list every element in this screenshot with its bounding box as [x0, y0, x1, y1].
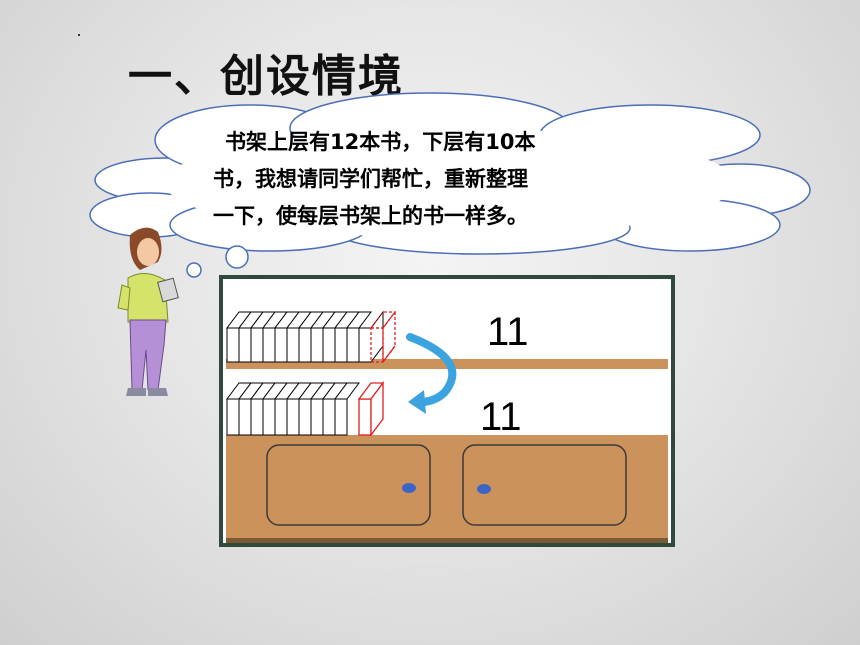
- cabinet-door-right: [462, 444, 627, 526]
- page-title: 一、创设情境: [128, 51, 404, 102]
- speech-line-2: 书，我想请同学们帮忙，重新整理: [213, 167, 528, 191]
- speech-line-1: 书架上层有12本书，下层有10本: [225, 130, 536, 154]
- thought-cloud: [89, 92, 811, 255]
- bottom-shelf-books: [226, 382, 360, 436]
- cabinet-knob-left: [402, 483, 416, 493]
- slide-dot: [78, 34, 80, 36]
- bookshelf: [219, 275, 675, 547]
- thought-bubble-small: [186, 262, 202, 278]
- cabinet-door-left: [266, 444, 431, 526]
- top-shelf-count: 11: [487, 310, 529, 354]
- bottom-shelf-count: 11: [480, 395, 522, 439]
- girl-figure: [117, 227, 179, 396]
- cabinet-knob-right: [477, 484, 491, 494]
- top-shelf-moved-book: [369, 310, 397, 364]
- speech-line-3: 一下，使每层书架上的书一样多。: [213, 204, 528, 228]
- bottom-shelf-moved-book: [357, 381, 385, 437]
- thought-bubble-large: [225, 245, 249, 269]
- move-arrow-icon: [406, 333, 457, 414]
- speech-bubble-text: 书架上层有12本书，下层有10本 书，我想请同学们帮忙，重新整理 一下，使每层书…: [205, 124, 655, 235]
- top-shelf-books: [226, 310, 384, 363]
